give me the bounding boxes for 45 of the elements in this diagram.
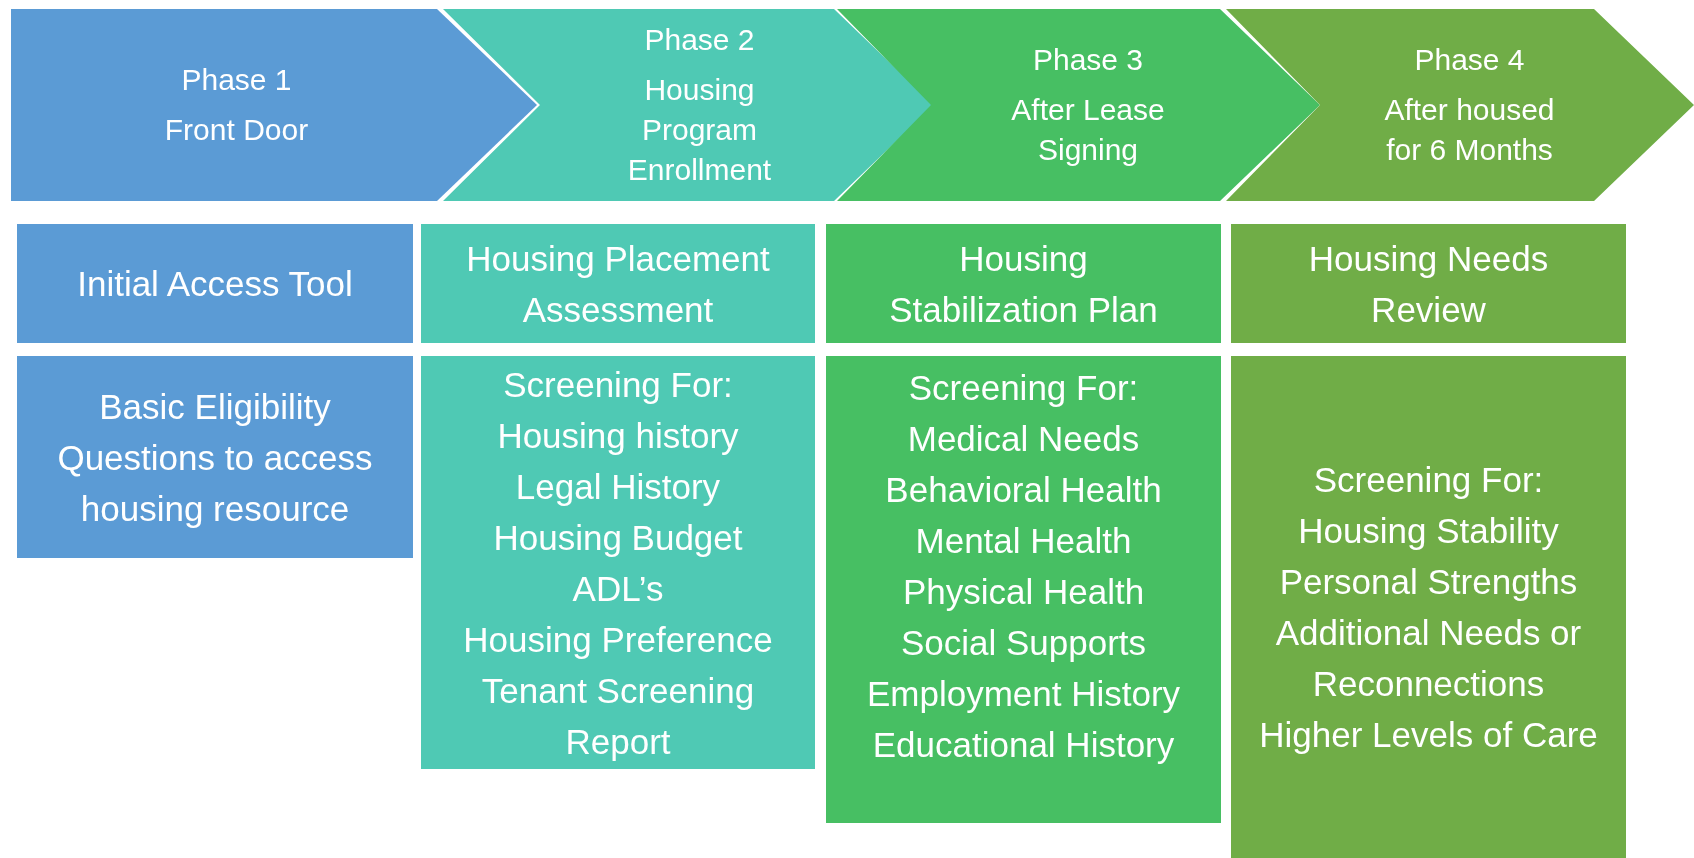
phase-label: Phase 2 (644, 22, 755, 58)
tool-title: Housing Needs Review (1307, 237, 1550, 331)
tool-box (1231, 224, 1626, 343)
phase-title: Front Door (164, 112, 309, 148)
screening-item: Medical Needs (907, 418, 1140, 460)
phase-title: After Lease Signing (1010, 92, 1166, 168)
screening-item: Housing history (497, 414, 739, 457)
phase-banner (11, 9, 537, 201)
screening-item: Mental Health (915, 520, 1132, 562)
tool-title: Initial Access Tool (77, 263, 353, 305)
screening-box (17, 356, 413, 558)
screening-item: Higher Levels of Care (1259, 714, 1598, 756)
screening-item: Additional Needs or Reconnections (1274, 612, 1583, 705)
description-text: Basic Eligibility Questions to access housing resource (56, 385, 374, 530)
screening-item: Housing Stability (1298, 510, 1559, 552)
phase-banner (837, 9, 1320, 201)
screening-box (1231, 356, 1626, 858)
screening-heading: Screening For: (908, 367, 1139, 409)
screening-item: ADL’s (572, 567, 664, 610)
screening-heading: Screening For: (1313, 459, 1544, 501)
tool-box (421, 224, 815, 343)
tool-title: Housing Placement Assessment (465, 237, 771, 331)
screening-item: Employment History (866, 673, 1181, 715)
phase-label: Phase 3 (1032, 42, 1144, 78)
tool-box (826, 224, 1221, 343)
screening-item: Housing Budget (493, 516, 743, 559)
screening-item: Legal History (515, 465, 721, 508)
phase-banner (1226, 9, 1694, 201)
phase-label: Phase 4 (1414, 42, 1525, 78)
screening-item: Behavioral Health (885, 469, 1162, 511)
screening-item: Physical Health (902, 571, 1145, 613)
tool-title: Housing Stabilization Plan (888, 237, 1159, 331)
screening-box (826, 356, 1221, 823)
phase-label: Phase 1 (181, 62, 292, 98)
screening-item: Social Supports (900, 622, 1147, 664)
screening-item: Tenant Screening Report (480, 669, 756, 763)
phase-banner (443, 9, 934, 201)
screening-box (421, 356, 815, 769)
tool-box (17, 224, 413, 343)
screening-item: Housing Preference (463, 618, 773, 661)
screening-item: Educational History (872, 724, 1175, 766)
phase-title: After housed for 6 Months (1383, 92, 1556, 168)
screening-heading: Screening For: (503, 363, 733, 406)
screening-item: Personal Strengths (1279, 561, 1578, 603)
phase-title: Housing Program Enrollment (626, 72, 773, 188)
